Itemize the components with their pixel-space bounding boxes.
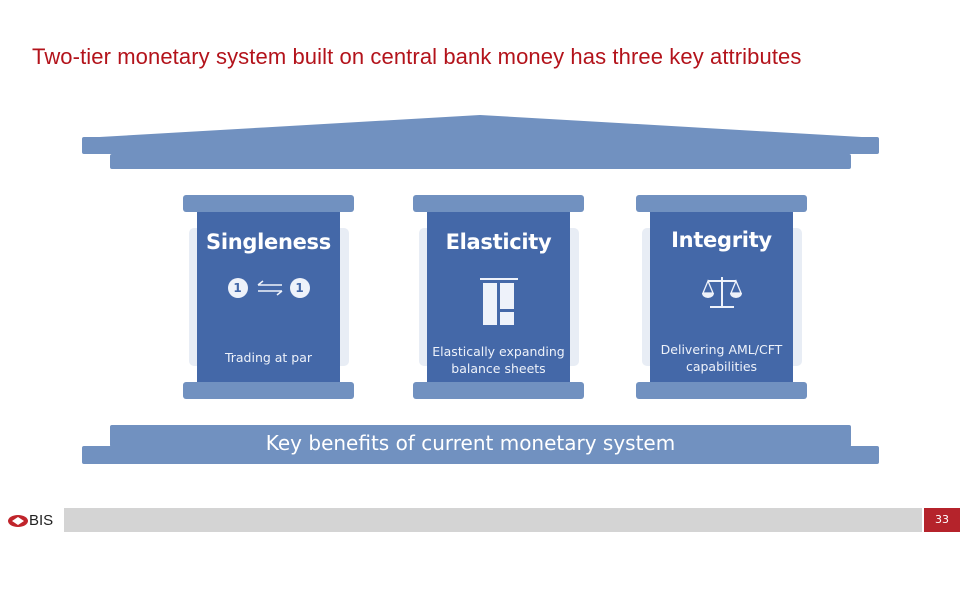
bis-logo: BIS <box>8 512 53 529</box>
roof-lower-band <box>110 154 851 169</box>
footer-bar <box>64 508 922 532</box>
pillar-capital <box>636 195 807 212</box>
balance-sheet-icon <box>427 278 570 326</box>
pillar-caption: Trading at par <box>224 350 313 365</box>
pillar-heading: Integrity <box>671 228 772 252</box>
foundation-upper <box>110 425 851 447</box>
scales-icon <box>650 274 793 310</box>
pillar-heading: Elasticity <box>445 230 552 254</box>
one-for-one-exchange-icon: 1 1 <box>197 278 340 298</box>
pillar-base <box>636 382 807 399</box>
page-number: 33 <box>924 508 960 532</box>
foundation-label: Key benefits of current monetary system <box>265 431 676 455</box>
roof-band <box>82 137 879 154</box>
pillar-heading: Singleness <box>206 230 331 254</box>
pillar-elasticity: Elasticity Elastically expanding balance… <box>427 212 570 382</box>
pillar-capital <box>183 195 354 212</box>
slide-title: Two-tier monetary system built on centra… <box>32 44 802 69</box>
pillar-caption: Delivering AML/CFT capabilities <box>660 342 783 374</box>
pillar-caption: Elastically expanding balance sheets <box>432 344 565 376</box>
pillar-singleness: Singleness 1 1 Trading at par <box>197 212 340 382</box>
pillar-integrity: Integrity Delivering AML/CFT capabilitie… <box>650 212 793 382</box>
pillar-capital <box>413 195 584 212</box>
pillar-base <box>183 382 354 399</box>
roof-pediment <box>82 115 879 138</box>
foundation-lower <box>82 446 879 464</box>
pillar-base <box>413 382 584 399</box>
bis-logo-icon <box>8 514 28 527</box>
